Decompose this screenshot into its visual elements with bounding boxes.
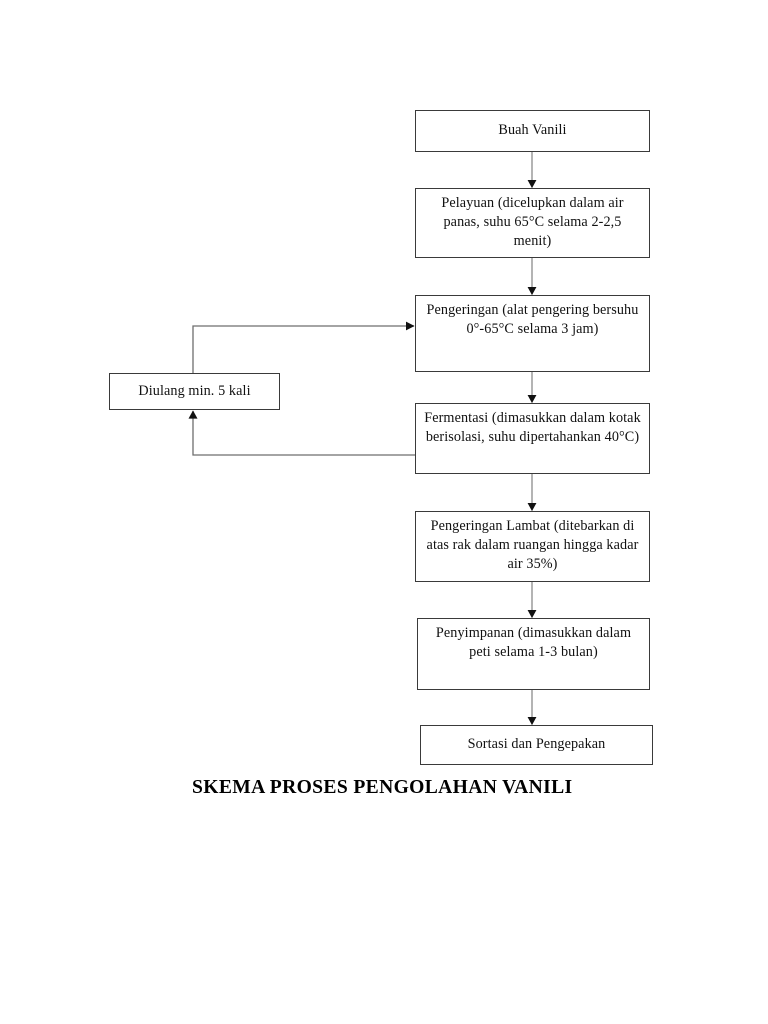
node-label: Pengeringan (alat pengering bersuhu 0°-6… (426, 302, 639, 337)
node-fermentasi[interactable]: Fermentasi (dimasukkan dalam kotak beris… (415, 403, 650, 474)
node-diulang[interactable]: Diulang min. 5 kali (109, 373, 280, 410)
node-pelayuan[interactable]: Pelayuan (dicelupkan dalam air panas, su… (415, 188, 650, 258)
node-penyimpanan[interactable]: Penyimpanan (dimasukkan dalam peti selam… (417, 618, 650, 690)
node-buah-vanili[interactable]: Buah Vanili (415, 110, 650, 152)
node-label: Fermentasi (dimasukkan dalam kotak beris… (424, 410, 641, 445)
edge-diulang-to-pengeringan (192, 321, 415, 373)
node-label: Diulang min. 5 kali (138, 382, 251, 399)
node-pengeringan[interactable]: Pengeringan (alat pengering bersuhu 0°-6… (415, 295, 650, 372)
node-label: Penyimpanan (dimasukkan dalam peti selam… (435, 625, 632, 660)
node-label: Sortasi dan Pengepakan (467, 736, 606, 753)
node-sortasi[interactable]: Sortasi dan Pengepakan (420, 725, 653, 765)
node-label: Pengeringan Lambat (ditebarkan di atas r… (426, 518, 639, 572)
diagram-caption: SKEMA PROSES PENGOLAHAN VANILI (192, 777, 573, 798)
node-label: Pelayuan (dicelupkan dalam air panas, su… (441, 195, 624, 249)
node-label: Buah Vanili (498, 122, 567, 139)
node-pengeringan-lambat[interactable]: Pengeringan Lambat (ditebarkan di atas r… (415, 511, 650, 582)
edge-fermentasi-to-diulang (188, 410, 415, 456)
